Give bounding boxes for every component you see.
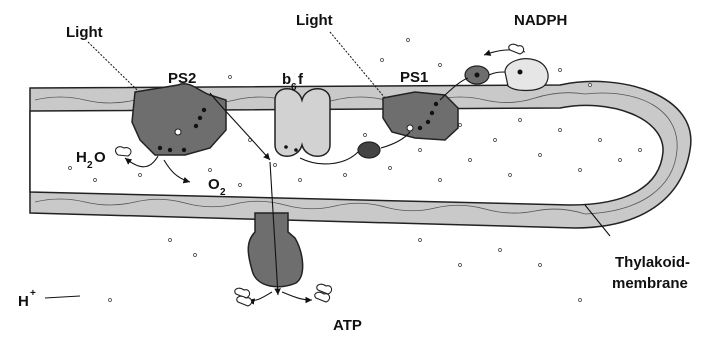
svg-text:b: b [282,71,291,88]
ps1-label: PS1 [400,69,428,86]
plastocyanin-carrier [358,142,380,158]
light-label-right: Light [296,12,333,29]
atp-label: ATP [333,317,362,334]
svg-text:+: + [30,288,36,299]
svg-text:6: 6 [291,82,297,93]
b6f-complex [275,89,330,157]
ps2-label: PS2 [168,70,196,87]
h-plus-label: H + [18,288,36,310]
light-label-left: Light [66,24,103,41]
ps1-complex [383,92,458,140]
svg-text:H: H [18,293,29,310]
svg-text:H: H [76,149,87,166]
nadph-label: NADPH [514,12,567,29]
svg-text:2: 2 [220,187,226,198]
thylakoid-label-line2: membrane [612,275,688,292]
ps1-reaction-center [407,125,413,131]
svg-text:2: 2 [87,160,93,171]
svg-text:f: f [298,71,304,88]
thylakoid-label-line1: Thylakoid- [615,254,690,271]
svg-text:O: O [94,149,106,166]
svg-text:O: O [208,176,220,193]
ps2-reaction-center [175,129,181,135]
